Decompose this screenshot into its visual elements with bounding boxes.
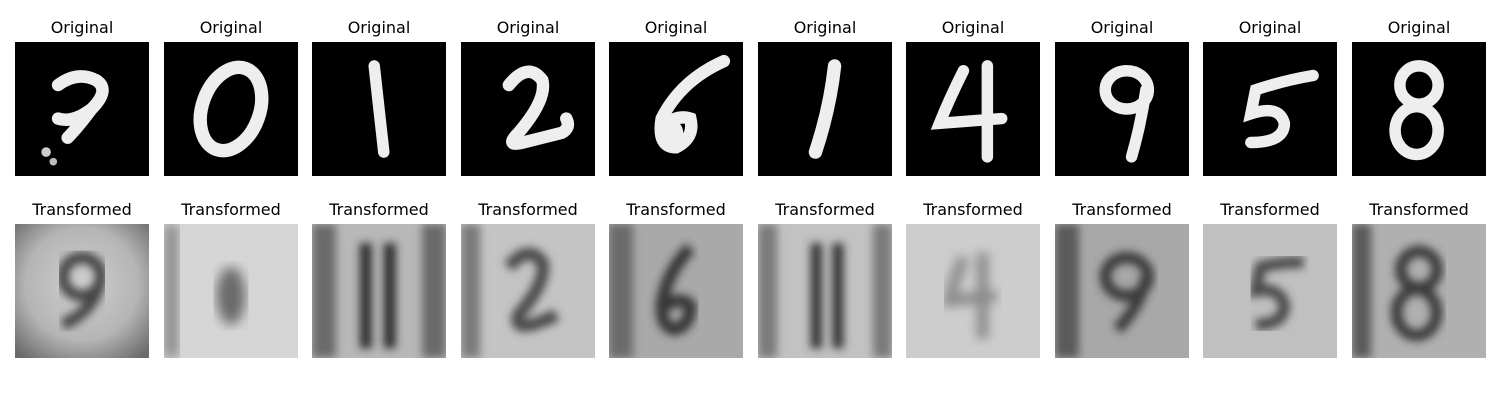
transformed-title: Transformed (1220, 200, 1320, 219)
original-cell: Original (609, 18, 743, 178)
transformed-image (758, 224, 892, 358)
original-title: Original (793, 18, 857, 37)
transformed-image (312, 224, 446, 358)
original-title: Original (1090, 18, 1154, 37)
transformed-cell: Transformed (1352, 200, 1486, 360)
original-image (1203, 42, 1337, 176)
transformed-title: Transformed (32, 200, 132, 219)
transformed-title: Transformed (923, 200, 1023, 219)
original-title: Original (1387, 18, 1451, 37)
transformed-image (1203, 224, 1337, 358)
transformed-cell: Transformed (15, 200, 149, 360)
transformed-row: Transformed Transformed (0, 200, 1500, 360)
original-title: Original (941, 18, 1005, 37)
transformed-cell: Transformed (1203, 200, 1337, 360)
transformed-cell: Transformed (461, 200, 595, 360)
transformed-title: Transformed (775, 200, 875, 219)
original-image (461, 42, 595, 176)
original-cell: Original (1203, 18, 1337, 178)
original-image (906, 42, 1040, 176)
original-title: Original (199, 18, 263, 37)
original-title: Original (644, 18, 708, 37)
original-title: Original (496, 18, 560, 37)
transformed-title: Transformed (1369, 200, 1469, 219)
transformed-image (906, 224, 1040, 358)
transformed-cell: Transformed (312, 200, 446, 360)
transformed-title: Transformed (1072, 200, 1172, 219)
original-cell: Original (1352, 18, 1486, 178)
transformed-cell: Transformed (164, 200, 298, 360)
original-image (758, 42, 892, 176)
transformed-title: Transformed (181, 200, 281, 219)
transformed-image (1055, 224, 1189, 358)
original-row: Original Original Original Original (0, 18, 1500, 178)
transformed-image (15, 224, 149, 358)
transformed-title: Transformed (626, 200, 726, 219)
transformed-cell: Transformed (758, 200, 892, 360)
transformed-image (164, 224, 298, 358)
original-cell: Original (312, 18, 446, 178)
original-image (609, 42, 743, 176)
transformed-image (1352, 224, 1486, 358)
transformed-cell: Transformed (1055, 200, 1189, 360)
original-cell: Original (15, 18, 149, 178)
transformed-title: Transformed (478, 200, 578, 219)
transformed-cell: Transformed (906, 200, 1040, 360)
original-title: Original (1238, 18, 1302, 37)
original-image (164, 42, 298, 176)
original-image (1352, 42, 1486, 176)
original-title: Original (50, 18, 114, 37)
transformed-cell: Transformed (609, 200, 743, 360)
transformed-title: Transformed (329, 200, 429, 219)
original-image (1055, 42, 1189, 176)
original-image (15, 42, 149, 176)
original-image (312, 42, 446, 176)
original-title: Original (347, 18, 411, 37)
transformed-image (461, 224, 595, 358)
original-cell: Original (758, 18, 892, 178)
transformed-image (609, 224, 743, 358)
original-cell: Original (906, 18, 1040, 178)
original-cell: Original (164, 18, 298, 178)
original-cell: Original (1055, 18, 1189, 178)
original-cell: Original (461, 18, 595, 178)
